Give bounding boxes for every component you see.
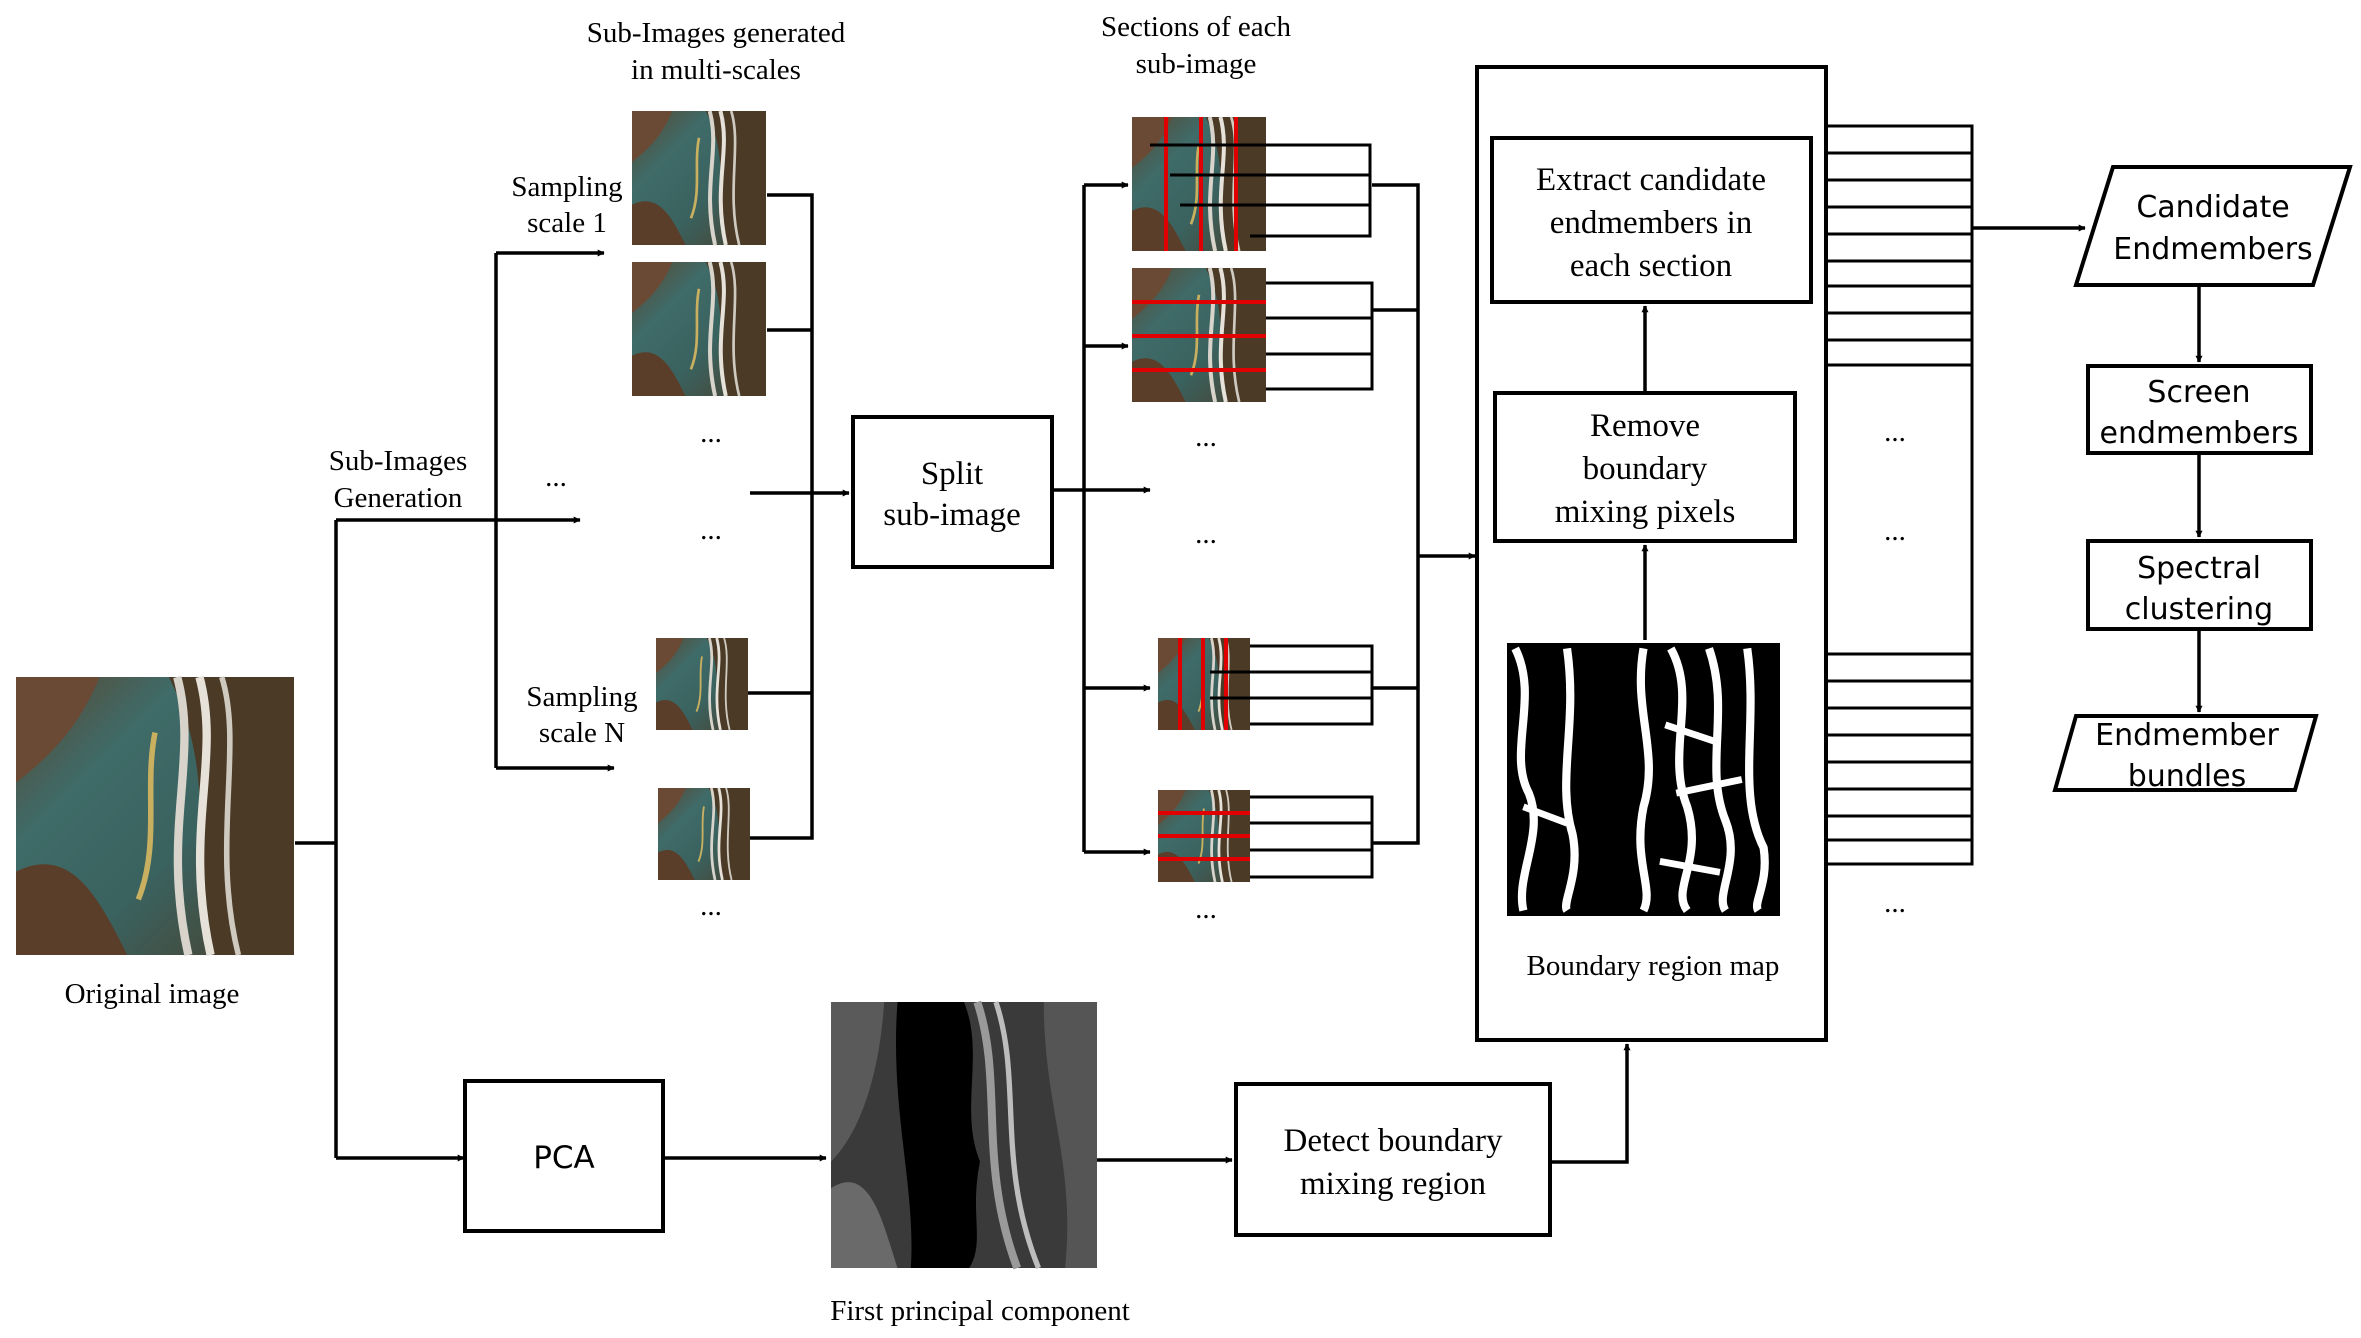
ellipsis-output-3: ... (1884, 887, 1906, 919)
screen-label-l1: Screen (2147, 375, 2250, 410)
section-image-2 (1132, 268, 1266, 402)
original-image-label: Original image (65, 978, 240, 1010)
endmember-bundles-parallelogram (2052, 714, 2319, 792)
subimages-generated-title-l1: Sub-Images generated (587, 17, 846, 49)
pca-label: PCA (533, 1140, 595, 1176)
candidate-endmembers-parallelogram (2073, 165, 2353, 287)
sampling-scale-1-l2: scale 1 (527, 207, 607, 239)
candidate-label-l1: Candidate (2136, 190, 2289, 225)
boundary-region-map-label: Boundary region map (1527, 950, 1780, 982)
detect-label-l2: mixing region (1300, 1166, 1486, 1202)
collector-sections (1372, 183, 1420, 845)
bundles-label-l2: bundles (2128, 759, 2247, 794)
extract-label-l3: each section (1570, 248, 1732, 284)
split-label-l2: sub-image (883, 497, 1020, 533)
ellipsis-output-2: ... (1884, 515, 1906, 547)
detect-label-l1: Detect boundary (1284, 1123, 1503, 1159)
output-bundle-top (1826, 151, 1972, 367)
collector-subimages (750, 193, 814, 840)
ellipsis-sections-3: ... (1195, 893, 1217, 925)
ellipsis-subimages-3: ... (700, 890, 722, 922)
subimages-generation-l2: Generation (334, 482, 463, 514)
sampling-scale-1-l1: Sampling (511, 171, 622, 203)
ellipsis-scales: ... (545, 461, 567, 493)
section-lines-2 (1266, 281, 1374, 391)
section-lines-4 (1250, 795, 1374, 879)
subimages-generation-l1: Sub-Images (329, 445, 468, 477)
ellipsis-subimages-2: ... (700, 514, 722, 546)
section-lines-1 (1150, 143, 1372, 238)
pca-box (463, 1079, 665, 1233)
ellipsis-subimages-1: ... (700, 417, 722, 449)
detect-boundary-box (1234, 1082, 1552, 1237)
first-principal-component-image (831, 1002, 1097, 1268)
ellipsis-sections-1: ... (1195, 421, 1217, 453)
first-pc-label: First principal component (830, 1295, 1130, 1327)
subimage-scaleN-b (656, 786, 752, 882)
extract-label-l1: Extract candidate (1536, 162, 1766, 198)
extract-label-l2: endmembers in (1550, 205, 1753, 241)
section-image-4 (1156, 788, 1252, 884)
subimage-scale1-a (632, 111, 766, 245)
screen-endmembers-box (2086, 364, 2313, 455)
ellipsis-sections-2: ... (1195, 518, 1217, 550)
screen-label-l2: endmembers (2100, 416, 2299, 451)
ellipsis-output-1: ... (1884, 416, 1906, 448)
subimage-scaleN-a (654, 636, 750, 732)
subimage-scale1-b (632, 262, 766, 396)
remove-label-l2: boundary (1583, 451, 1708, 487)
remove-boundary-box (1493, 391, 1797, 543)
original-image (16, 677, 294, 955)
arrow-detect-to-container (1550, 1043, 1631, 1164)
output-bundle-frame (1826, 124, 1974, 866)
remove-label-l1: Remove (1590, 408, 1700, 444)
extract-candidate-box (1490, 136, 1813, 304)
bundles-label-l1: Endmember (2095, 718, 2279, 753)
section-lines-3 (1210, 644, 1374, 726)
split-label-l1: Split (921, 456, 983, 492)
sections-title-l2: sub-image (1136, 48, 1257, 80)
subimages-generated-title-l2: in multi-scales (631, 54, 801, 86)
sections-title-l1: Sections of each (1101, 11, 1292, 43)
remove-label-l3: mixing pixels (1555, 494, 1736, 530)
boundary-region-map (1507, 643, 1780, 916)
section-image-1 (1132, 117, 1266, 251)
split-subimage-box (851, 415, 1054, 569)
sampling-scale-n-l1: Sampling (526, 681, 637, 713)
section-image-3 (1156, 636, 1252, 732)
sampling-scale-n-l2: scale N (539, 717, 625, 749)
spectral-label-l2: clustering (2125, 592, 2273, 627)
output-bundle-bottom (1826, 652, 1972, 842)
spectral-label-l1: Spectral (2137, 551, 2261, 586)
candidate-label-l2: Endmembers (2113, 232, 2312, 267)
